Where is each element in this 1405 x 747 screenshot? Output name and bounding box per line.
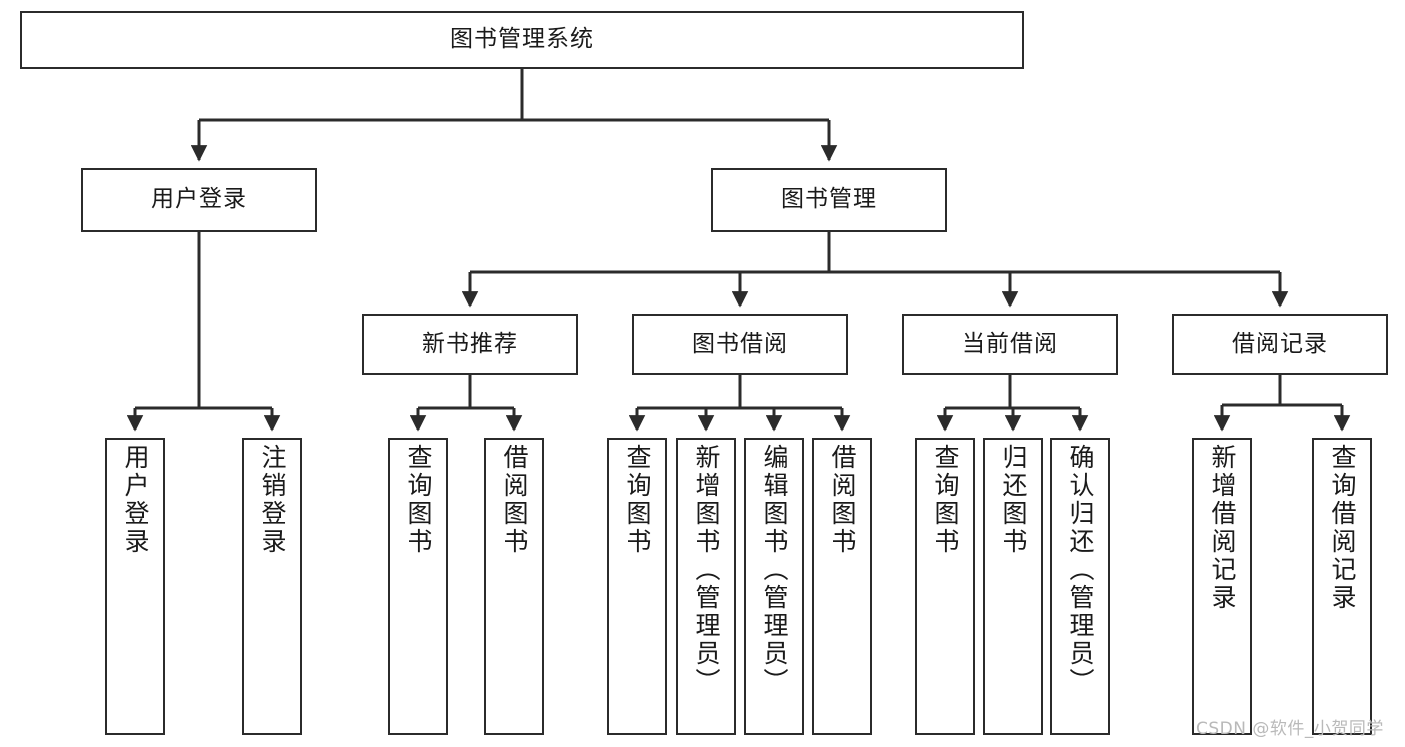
node-leaf-cur-confirm[interactable]: 确认归还（管理员）	[1050, 438, 1110, 735]
node-current-borrow-label: 当前借阅	[962, 330, 1058, 357]
node-root[interactable]: 图书管理系统	[20, 11, 1024, 69]
node-leaf-cur-confirm-label: 确认归还（管理员）	[1066, 444, 1095, 696]
node-book-manage[interactable]: 图书管理	[711, 168, 947, 232]
node-user-login[interactable]: 用户登录	[81, 168, 317, 232]
node-leaf-borrow-borrow-label: 借阅图书	[828, 444, 857, 556]
node-current-borrow[interactable]: 当前借阅	[902, 314, 1118, 375]
node-new-book-rec-label: 新书推荐	[422, 330, 518, 357]
node-leaf-rec-add-label: 新增借阅记录	[1208, 444, 1237, 612]
node-leaf-borrow-edit-label: 编辑图书（管理员）	[760, 444, 789, 696]
node-leaf-rec-search-label: 查询借阅记录	[1328, 444, 1357, 612]
node-user-login-label: 用户登录	[151, 186, 247, 213]
node-book-manage-label: 图书管理	[781, 186, 877, 213]
node-new-book-rec[interactable]: 新书推荐	[362, 314, 578, 375]
node-leaf-rec-query-label: 查询图书	[404, 444, 433, 556]
node-root-label: 图书管理系统	[450, 26, 594, 53]
node-leaf-user-login-label: 用户登录	[121, 444, 150, 556]
node-leaf-cur-query[interactable]: 查询图书	[915, 438, 975, 735]
node-leaf-rec-query[interactable]: 查询图书	[388, 438, 448, 735]
node-leaf-user-logout-label: 注销登录	[258, 444, 287, 556]
node-leaf-borrow-borrow[interactable]: 借阅图书	[812, 438, 872, 735]
node-leaf-rec-search[interactable]: 查询借阅记录	[1312, 438, 1372, 735]
node-leaf-cur-return[interactable]: 归还图书	[983, 438, 1043, 735]
node-leaf-borrow-add-label: 新增图书（管理员）	[692, 444, 721, 696]
node-leaf-borrow-add[interactable]: 新增图书（管理员）	[676, 438, 736, 735]
node-leaf-borrow-edit[interactable]: 编辑图书（管理员）	[744, 438, 804, 735]
node-leaf-borrow-query-label: 查询图书	[623, 444, 652, 556]
node-book-borrow[interactable]: 图书借阅	[632, 314, 848, 375]
node-leaf-rec-add[interactable]: 新增借阅记录	[1192, 438, 1252, 735]
node-borrow-record-label: 借阅记录	[1232, 330, 1328, 357]
node-leaf-user-login[interactable]: 用户登录	[105, 438, 165, 735]
node-leaf-user-logout[interactable]: 注销登录	[242, 438, 302, 735]
node-borrow-record[interactable]: 借阅记录	[1172, 314, 1388, 375]
node-leaf-rec-borrow-label: 借阅图书	[500, 444, 529, 556]
node-book-borrow-label: 图书借阅	[692, 330, 788, 357]
csdn-watermark: CSDN @软件_小贺同学	[1196, 719, 1384, 739]
node-leaf-borrow-query[interactable]: 查询图书	[607, 438, 667, 735]
node-leaf-cur-query-label: 查询图书	[931, 444, 960, 556]
node-leaf-cur-return-label: 归还图书	[999, 444, 1028, 556]
node-leaf-rec-borrow[interactable]: 借阅图书	[484, 438, 544, 735]
